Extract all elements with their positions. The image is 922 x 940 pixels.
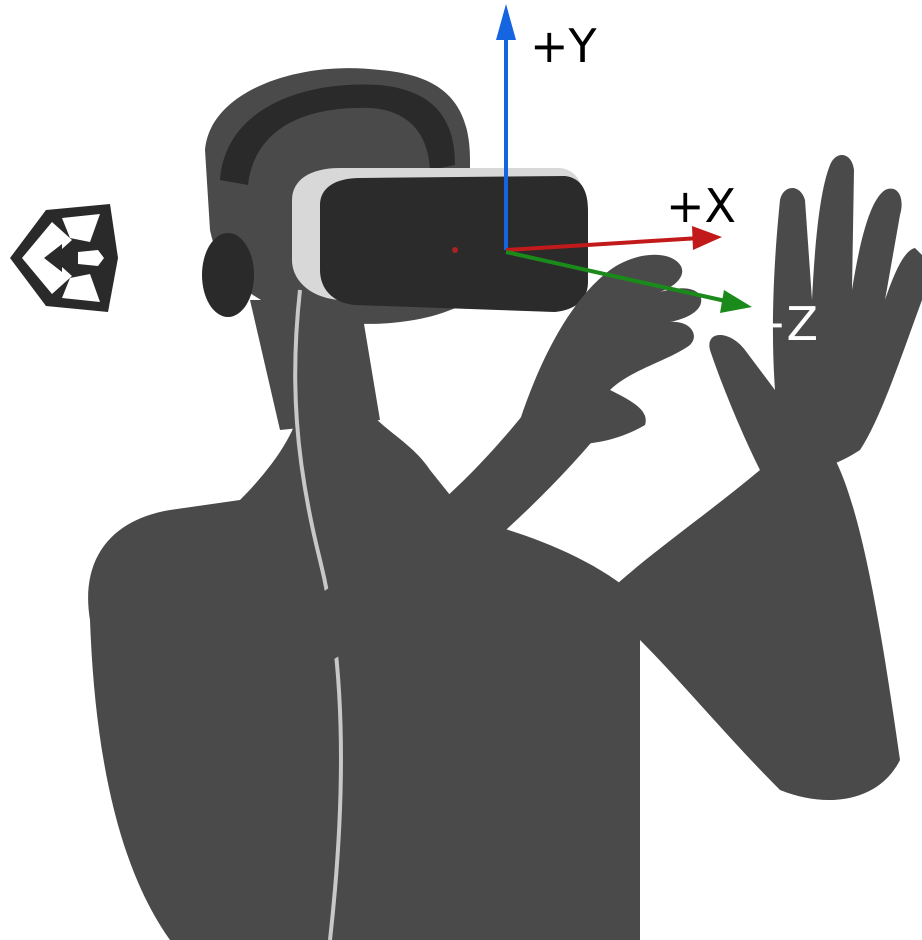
headset-body — [320, 176, 588, 312]
axis-x-label: +X — [666, 179, 736, 233]
axis-z-label: +Z — [748, 297, 818, 351]
torso — [88, 400, 640, 940]
axis-y-arrowhead — [496, 4, 516, 40]
axis-y-label: +Y — [530, 19, 598, 73]
headphone-cup — [202, 233, 254, 317]
headset-origin — [452, 247, 458, 253]
right-arm — [600, 450, 900, 800]
unity-logo-icon — [10, 204, 118, 312]
